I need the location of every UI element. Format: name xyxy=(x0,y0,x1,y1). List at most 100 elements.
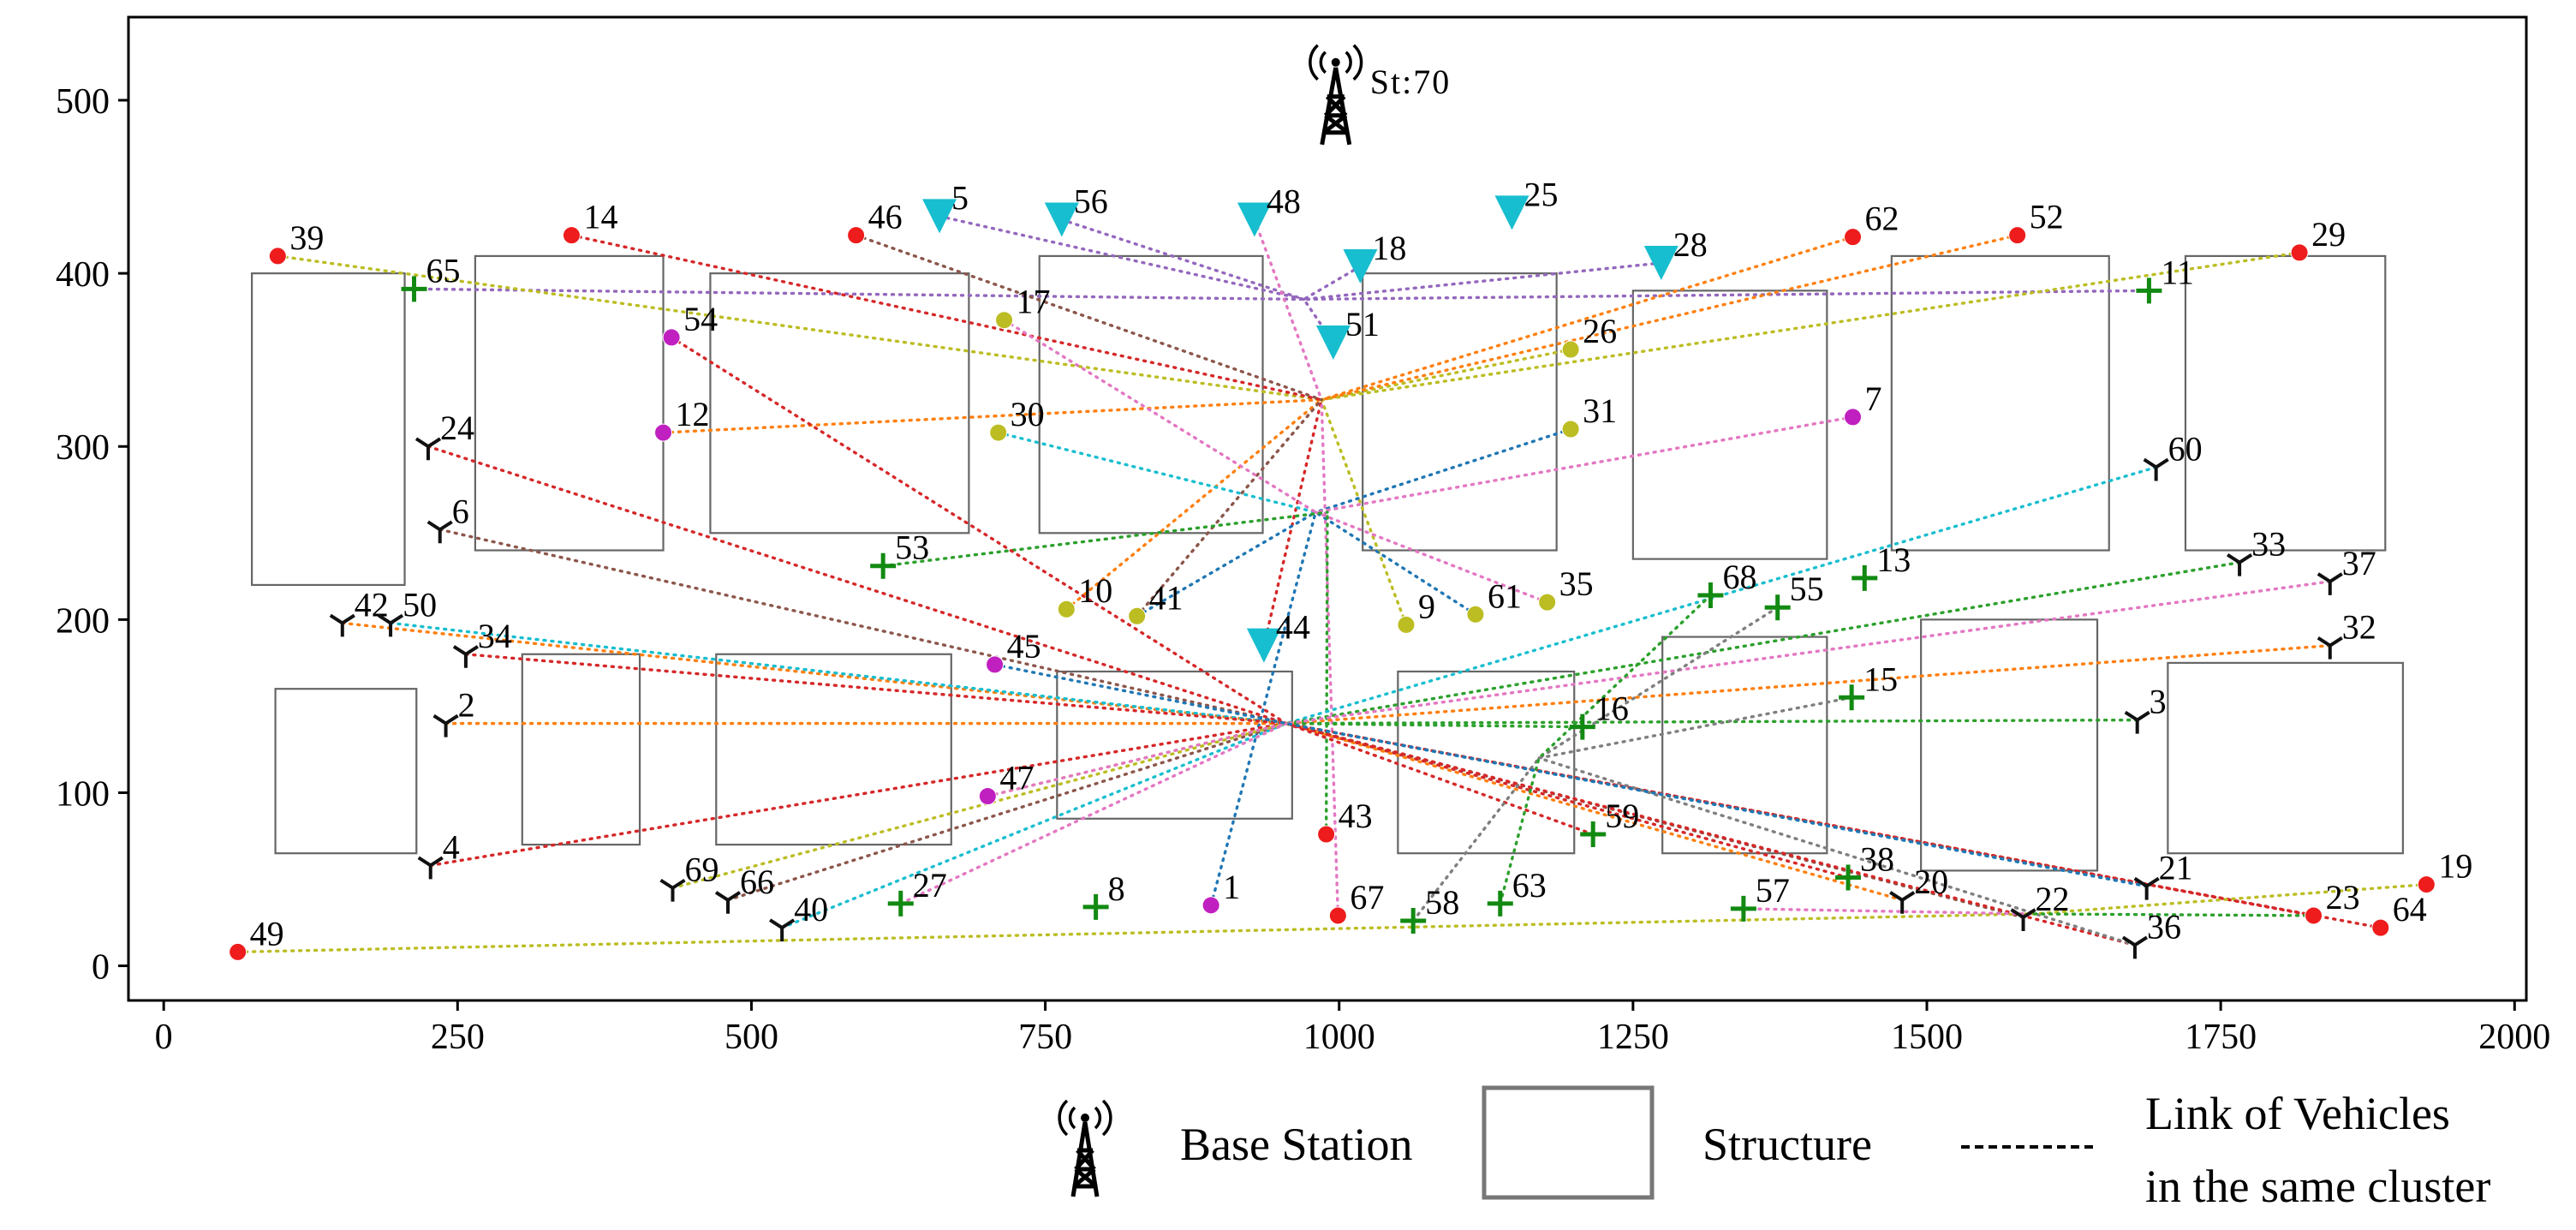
cluster-link-line xyxy=(1135,397,1323,618)
vehicle-point xyxy=(401,276,427,302)
cluster-link-line xyxy=(1285,580,2332,725)
y-tick-label: 500 xyxy=(56,82,110,122)
structure-rect xyxy=(274,688,418,855)
legend-base-station-label: Base Station xyxy=(1180,1119,1412,1170)
vehicle-point xyxy=(2371,918,2390,937)
cluster-link-line xyxy=(1302,289,2151,302)
links-layer xyxy=(236,214,2429,954)
structure-rect xyxy=(1056,670,1293,820)
cluster-link-line xyxy=(1320,233,2019,402)
vehicle-point xyxy=(1317,825,1336,844)
vehicle-point xyxy=(1730,895,1756,922)
cluster-link-line xyxy=(1314,415,1855,514)
structure-rect xyxy=(715,653,952,846)
vehicle-id-label: 14 xyxy=(583,198,617,236)
vehicle-point xyxy=(1237,202,1272,237)
vehicle-id-label: 41 xyxy=(1149,578,1184,617)
vehicle-point xyxy=(1246,628,1281,663)
cluster-link-line xyxy=(996,431,1317,514)
vehicle-id-label: 6 xyxy=(452,492,469,530)
x-tick-label: 1000 xyxy=(1303,1018,1375,1057)
vehicle-id-label: 8 xyxy=(1108,869,1125,908)
legend-structure-swatch xyxy=(1482,1085,1655,1200)
vehicle-id-label: 49 xyxy=(250,914,284,952)
cluster-link-line xyxy=(1320,397,1408,627)
vehicle-point xyxy=(1697,582,1724,609)
vehicle-point xyxy=(2010,908,2036,931)
cluster-link-line xyxy=(1262,397,1323,648)
vehicle-id-label: 37 xyxy=(2342,544,2376,582)
cluster-link-line xyxy=(1285,721,1595,836)
vehicle-point xyxy=(1400,908,1427,934)
cluster-link-line xyxy=(569,233,1323,402)
cluster-link-line xyxy=(1002,318,1317,514)
x-tick-label: 1250 xyxy=(1597,1018,1669,1057)
vehicle-id-label: 68 xyxy=(1722,558,1756,596)
vehicle-point xyxy=(659,878,686,902)
vehicle-point xyxy=(1057,600,1076,618)
vehicle-point xyxy=(978,787,997,806)
vehicle-id-label: 51 xyxy=(1345,305,1380,343)
vehicle-point xyxy=(870,552,897,579)
vehicle-point xyxy=(662,328,681,347)
structure-rect xyxy=(251,272,406,587)
cluster-link-line xyxy=(1411,756,1541,922)
vehicle-id-label: 27 xyxy=(913,866,947,905)
vehicle-point xyxy=(1538,593,1557,612)
structure-rect xyxy=(1362,272,1558,552)
vehicle-point xyxy=(2136,278,2162,304)
vehicle-point xyxy=(989,423,1008,442)
vehicle-id-label: 62 xyxy=(1865,200,1899,238)
cluster-link-line xyxy=(1064,397,1323,611)
vehicle-id-label: 13 xyxy=(1876,540,1911,579)
cluster-link-line xyxy=(1314,511,1477,616)
cluster-link-line xyxy=(993,663,1288,725)
vehicle-id-label: 32 xyxy=(2342,608,2376,647)
vehicle-id-label: 33 xyxy=(2251,525,2286,564)
cluster-link-line xyxy=(670,336,1288,725)
vehicle-id-label: 44 xyxy=(1276,608,1310,647)
cluster-link-line xyxy=(389,621,1288,725)
cluster-link-line xyxy=(661,397,1323,434)
cluster-link-line xyxy=(236,912,2035,954)
structure-rect xyxy=(1661,636,1828,855)
vehicle-point xyxy=(432,714,459,737)
vehicle-id-label: 9 xyxy=(1418,587,1435,625)
cluster-link-line xyxy=(464,653,1288,725)
x-tick-label: 750 xyxy=(1018,1018,1072,1057)
cluster-link-line xyxy=(671,721,1288,890)
base-station-tower xyxy=(1320,67,1352,146)
vehicle-id-label: 34 xyxy=(478,617,512,655)
structure-rect xyxy=(1631,290,1828,560)
vehicle-point xyxy=(887,890,914,917)
vehicle-point xyxy=(995,311,1014,330)
legend-link-label-line2: in the same cluster xyxy=(2145,1161,2490,1212)
vehicle-point xyxy=(654,423,673,442)
structure-rect xyxy=(1890,254,2110,552)
cluster-link-line xyxy=(1285,721,2382,929)
vehicle-point xyxy=(986,655,1005,674)
plot-frame xyxy=(127,15,2528,1002)
vehicle-point xyxy=(1580,821,1607,847)
cluster-link-line xyxy=(412,287,1306,302)
cluster-link-line xyxy=(1135,511,1317,618)
structure-rect xyxy=(2167,661,2404,855)
cluster-link-line xyxy=(938,214,1306,302)
vehicle-id-label: 40 xyxy=(794,890,828,928)
vehicle-id-label: 26 xyxy=(1583,312,1617,350)
vehicle-id-label: 10 xyxy=(1078,571,1112,610)
cluster-link-line xyxy=(1209,511,1317,907)
vehicle-point xyxy=(714,891,742,914)
vehicle-point xyxy=(1044,202,1079,237)
vehicle-point xyxy=(1561,340,1580,359)
base-station-antenna xyxy=(1331,57,1340,67)
cluster-link-line xyxy=(1285,721,2137,947)
vehicle-id-label: 47 xyxy=(999,759,1034,797)
structure-rect xyxy=(521,653,641,846)
vehicle-id-label: 7 xyxy=(1865,379,1882,418)
vehicle-point xyxy=(1561,420,1580,439)
cluster-link-line xyxy=(438,528,1288,725)
cluster-link-line xyxy=(276,254,1323,402)
